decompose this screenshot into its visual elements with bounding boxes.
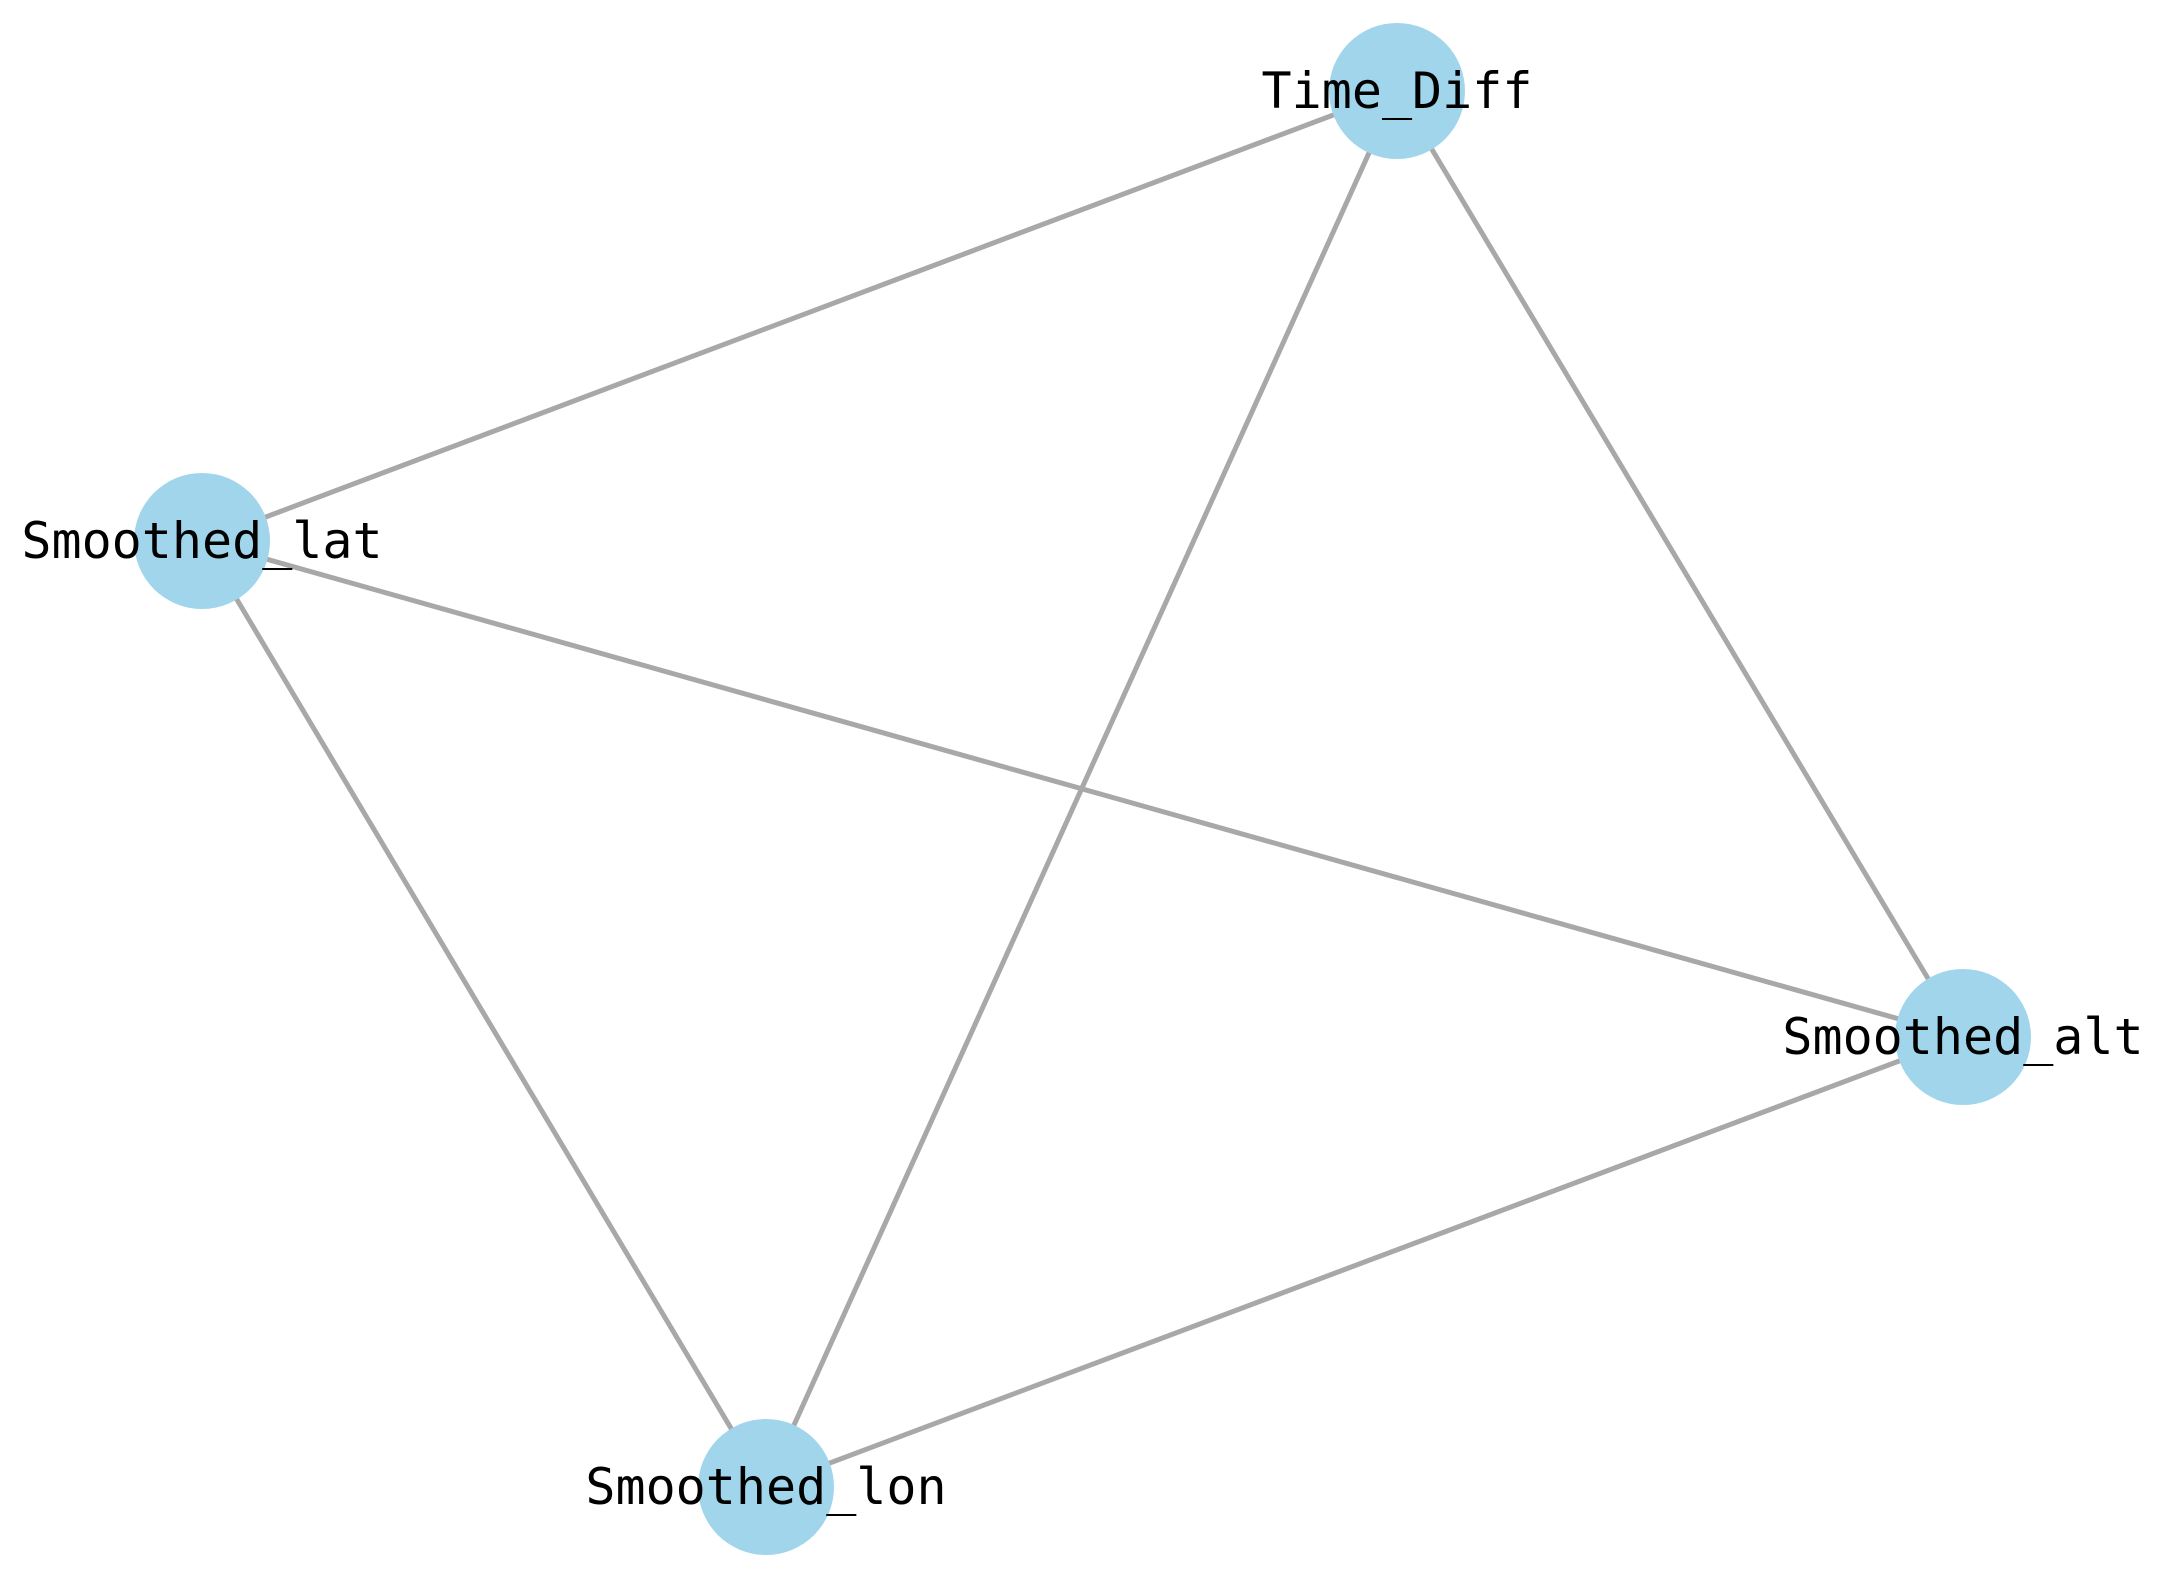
edge-time-diff-smoothed-alt [1394, 89, 1966, 1039]
edge-smoothed-lat-smoothed-alt [201, 538, 1964, 1040]
edges-layer [199, 88, 1966, 1490]
node-time-diff [1329, 23, 1465, 159]
nodes-layer [134, 23, 2031, 1555]
edge-time-diff-smoothed-lat [201, 88, 1398, 544]
node-smoothed-lat [134, 473, 270, 609]
node-smoothed-alt [1895, 969, 2031, 1105]
node-label-smoothed-lon: Smoothed_lon [585, 1458, 946, 1516]
edge-smoothed-lat-smoothed-lon [199, 539, 769, 1489]
labels-layer: Time_DiffSmoothed_latSmoothed_altSmoothe… [21, 62, 2143, 1516]
node-label-smoothed-alt: Smoothed_alt [1782, 1008, 2143, 1066]
edge-smoothed-lon-smoothed-alt [765, 1034, 1964, 1490]
node-label-smoothed-lat: Smoothed_lat [21, 512, 382, 570]
node-smoothed-lon [698, 1419, 834, 1555]
node-label-time-diff: Time_Diff [1262, 62, 1533, 120]
